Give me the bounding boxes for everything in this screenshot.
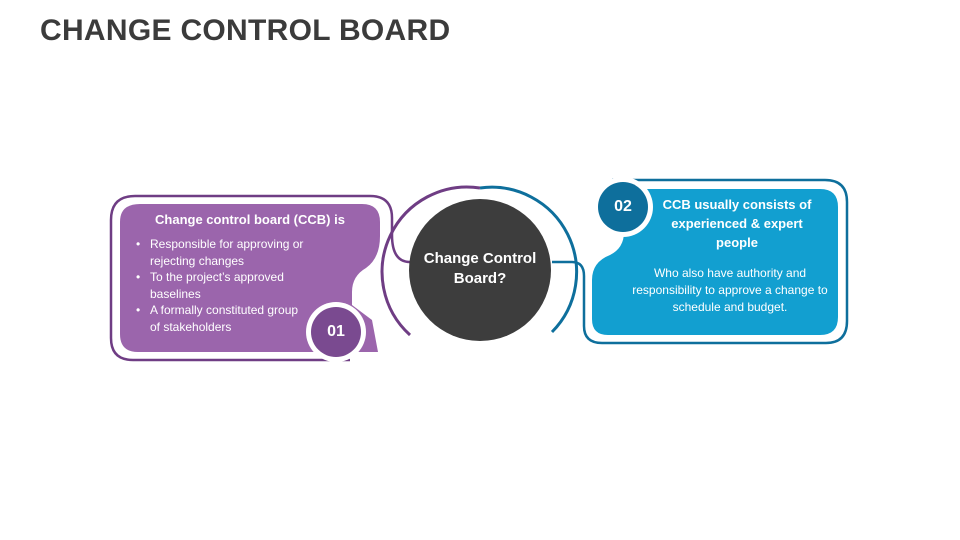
left-card-heading: Change control board (CCB) is xyxy=(155,212,345,227)
ring-right-arc xyxy=(479,185,579,334)
right-card-heading: CCB usually consists of experienced & ex… xyxy=(662,197,812,250)
left-card-outline xyxy=(135,194,411,264)
left-card-bullet: To the project’s approved baselines xyxy=(136,269,311,302)
page-title: CHANGE CONTROL BOARD xyxy=(40,14,451,47)
center-circle xyxy=(409,199,551,341)
left-card-bullet: Responsible for approving or rejecting c… xyxy=(136,236,311,269)
right-card-outline xyxy=(552,178,849,345)
right-card-body: Who also have authority and responsibili… xyxy=(632,266,828,314)
left-card-bullets: Responsible for approving or rejecting c… xyxy=(136,236,311,335)
badge-02-label: 02 xyxy=(614,198,632,215)
ring-left-arc xyxy=(380,185,481,337)
badge-01 xyxy=(311,307,361,357)
right-card xyxy=(592,189,838,335)
left-card-outline-bottom xyxy=(109,194,350,362)
center-label: Change Control Board? xyxy=(423,250,537,287)
left-card-bullet: A formally constituted group of stakehol… xyxy=(136,302,311,335)
badge-02 xyxy=(598,182,648,232)
badge-01-label: 01 xyxy=(327,323,345,340)
